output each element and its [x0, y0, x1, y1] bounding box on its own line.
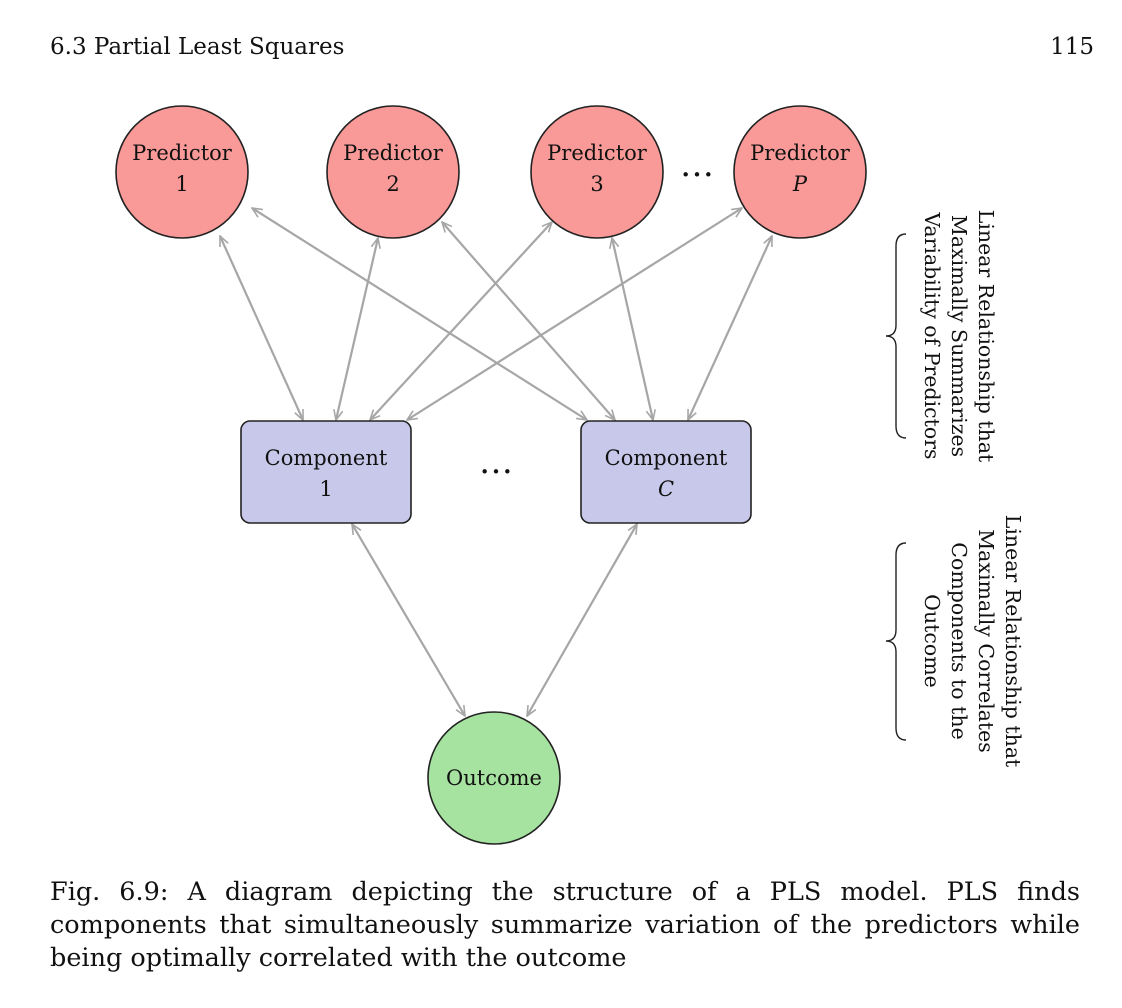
arrow-pP-cC — [686, 236, 774, 420]
annotation-line: Linear Relationship that — [974, 210, 998, 463]
arrow-p3-c1 — [370, 222, 552, 420]
predictor-label: Predictor — [750, 141, 851, 165]
predictor-node-1: Predictor 1 — [115, 105, 249, 239]
figure-caption: Fig. 6.9: A diagram depicting the struct… — [50, 877, 1080, 973]
predictor-node-2: Predictor 2 — [326, 105, 460, 239]
predictor-node-P: Predictor P — [733, 105, 867, 239]
running-head: 6.3 Partial Least Squares — [50, 34, 345, 60]
arrow-p1-c1 — [218, 236, 305, 420]
predictor-label: Predictor — [343, 141, 444, 165]
predictor-label: Predictor — [547, 141, 648, 165]
arrow-c1-outcome — [352, 524, 465, 716]
arrow-pP-c1 — [407, 208, 742, 420]
predictor-node-3: Predictor 3 — [530, 105, 664, 239]
arrow-cC-outcome — [527, 524, 637, 716]
annotation-line: Maximally Correlates — [974, 529, 998, 753]
component-label: Component — [605, 446, 728, 470]
annotation-line: Linear Relationship that — [1001, 515, 1025, 768]
brace-top-annotation: Linear Relationship that Maximally Summa… — [920, 210, 998, 463]
page-header: 6.3 Partial Least Squares 115 — [50, 34, 1094, 64]
component-outcome-arrows — [352, 524, 637, 716]
component-node-1: Component 1 — [240, 420, 412, 524]
predictor-index: 1 — [175, 172, 188, 196]
predictor-index: 2 — [386, 172, 399, 196]
predictor-component-arrows — [218, 208, 774, 420]
brace-bottom-annotation: Linear Relationship that Maximally Corre… — [920, 515, 1025, 768]
page-number: 115 — [1050, 34, 1094, 60]
predictor-index: 3 — [590, 172, 603, 196]
annotation-line: Variability of Predictors — [920, 211, 944, 459]
arrow-p2-cC — [442, 222, 615, 420]
component-node-C: Component C — [580, 420, 752, 524]
predictor-label: Predictor — [132, 141, 233, 165]
brace-top — [885, 233, 907, 439]
annotation-line: Maximally Summarizes — [947, 215, 971, 457]
brace-bottom — [885, 542, 907, 741]
outcome-node: Outcome — [427, 711, 561, 845]
outcome-label: Outcome — [446, 766, 542, 790]
pls-diagram: Predictor 1 Predictor 2 Predictor 3 Pred… — [115, 105, 1025, 845]
annotation-line: Components to the — [947, 542, 971, 739]
annotation-line: Outcome — [920, 594, 944, 688]
predictor-index: P — [792, 172, 808, 196]
component-index: 1 — [319, 477, 332, 501]
component-ellipsis: … — [479, 442, 513, 482]
component-label: Component — [265, 446, 388, 470]
component-index: C — [658, 477, 674, 501]
arrow-p3-cC — [612, 238, 653, 420]
predictor-ellipsis: … — [680, 145, 714, 185]
